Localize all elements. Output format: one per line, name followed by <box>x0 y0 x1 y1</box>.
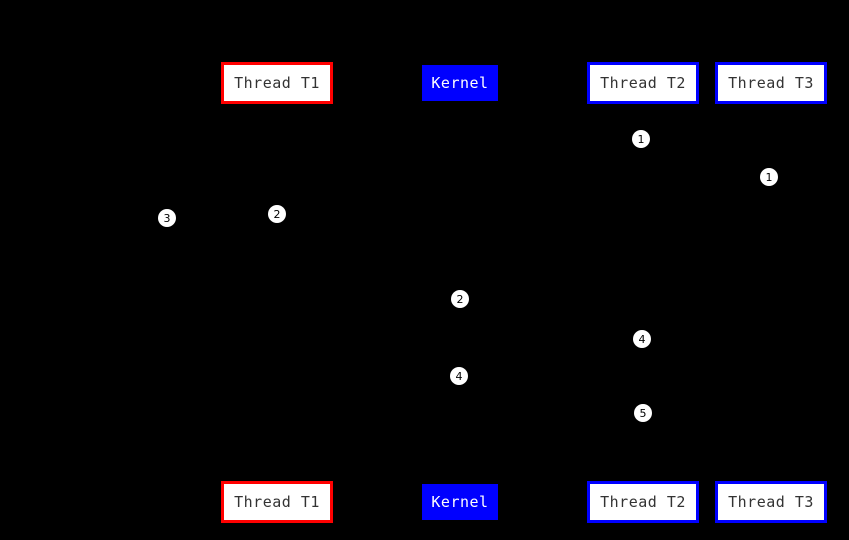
participant-box-t1-bottom[interactable]: Thread T1 <box>221 481 333 523</box>
participant-box-t3-bottom[interactable]: Thread T3 <box>715 481 827 523</box>
step-marker-4: 4 <box>633 330 651 348</box>
participant-label: Kernel <box>431 492 489 511</box>
participant-label: Thread T1 <box>234 492 320 511</box>
lifeline-t1 <box>277 104 278 481</box>
step-marker-1: 1 <box>760 168 778 186</box>
step-marker-2: 2 <box>268 205 286 223</box>
participant-label: Thread T2 <box>600 73 686 92</box>
participant-label: Thread T3 <box>728 73 814 92</box>
participant-label: Kernel <box>431 73 489 92</box>
participant-box-t3-top[interactable]: Thread T3 <box>715 62 827 104</box>
participant-box-t2-bottom[interactable]: Thread T2 <box>587 481 699 523</box>
participant-label: Thread T2 <box>600 492 686 511</box>
participant-box-t2-top[interactable]: Thread T2 <box>587 62 699 104</box>
lifeline-t2 <box>643 104 644 481</box>
step-marker-1: 1 <box>632 130 650 148</box>
participant-label: Thread T3 <box>728 492 814 511</box>
step-marker-3: 3 <box>158 209 176 227</box>
participant-label: Thread T1 <box>234 73 320 92</box>
lifeline-t3 <box>771 104 772 481</box>
step-marker-5: 5 <box>634 404 652 422</box>
participant-box-t1-top[interactable]: Thread T1 <box>221 62 333 104</box>
participant-box-kernel-bottom[interactable]: Kernel <box>422 484 498 520</box>
step-marker-2: 2 <box>451 290 469 308</box>
participant-box-kernel-top[interactable]: Kernel <box>422 65 498 101</box>
step-marker-4: 4 <box>450 367 468 385</box>
